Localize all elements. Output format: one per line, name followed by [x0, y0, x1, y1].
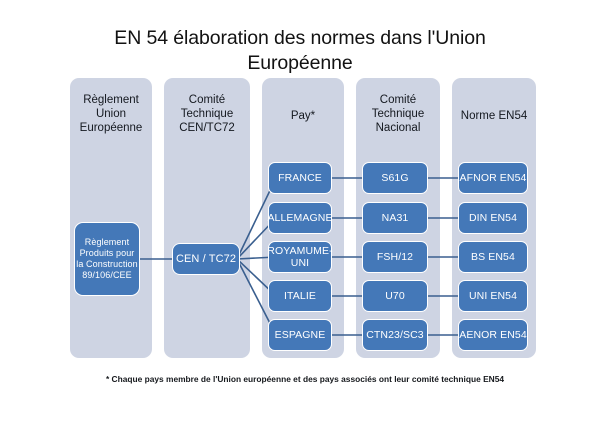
node-country-italie[interactable]: ITALIE — [268, 280, 332, 312]
node-standard-din[interactable]: DIN EN54 — [458, 202, 528, 234]
node-standard-afnor[interactable]: AFNOR EN54 — [458, 162, 528, 194]
node-standard-aenor[interactable]: AENOR EN54 — [458, 319, 528, 351]
node-standard-bs[interactable]: BS EN54 — [458, 241, 528, 273]
node-committee-u70[interactable]: U70 — [362, 280, 428, 312]
column-header-reglement: Règlement Union Européenne — [79, 94, 143, 134]
node-country-espagne[interactable]: ESPAGNE — [268, 319, 332, 351]
column-band-reglement — [70, 78, 152, 358]
column-header-comite-national: Comité Technique Nacional — [371, 94, 425, 134]
node-standard-uni[interactable]: UNI EN54 — [458, 280, 528, 312]
column-header-comite-cen: Comité Technique CEN/TC72 — [179, 94, 235, 134]
node-country-royaume-uni[interactable]: ROYAMUME-UNI — [267, 241, 333, 273]
node-committee-fsh12[interactable]: FSH/12 — [362, 241, 428, 273]
footnote: * Chaque pays membre de l'Union européen… — [105, 374, 505, 384]
node-committee-na31[interactable]: NA31 — [362, 202, 428, 234]
node-cen-tc72[interactable]: CEN / TC72 — [172, 243, 240, 275]
node-committee-s61g[interactable]: S61G — [362, 162, 428, 194]
page-title: EN 54 élaboration des normes dans l'Unio… — [114, 27, 486, 74]
column-band-comite-cen — [164, 78, 250, 358]
column-header-pays: Pay* — [290, 110, 316, 122]
node-reglement-produits[interactable]: Règlement Produits pour la Construction … — [74, 222, 140, 296]
node-country-allemagne[interactable]: ALLEMAGNE — [267, 202, 332, 234]
node-committee-ctn23[interactable]: CTN23/SC3 — [362, 319, 428, 351]
column-header-norme: Norme EN54 — [460, 110, 528, 122]
node-country-france[interactable]: FRANCE — [268, 162, 332, 194]
